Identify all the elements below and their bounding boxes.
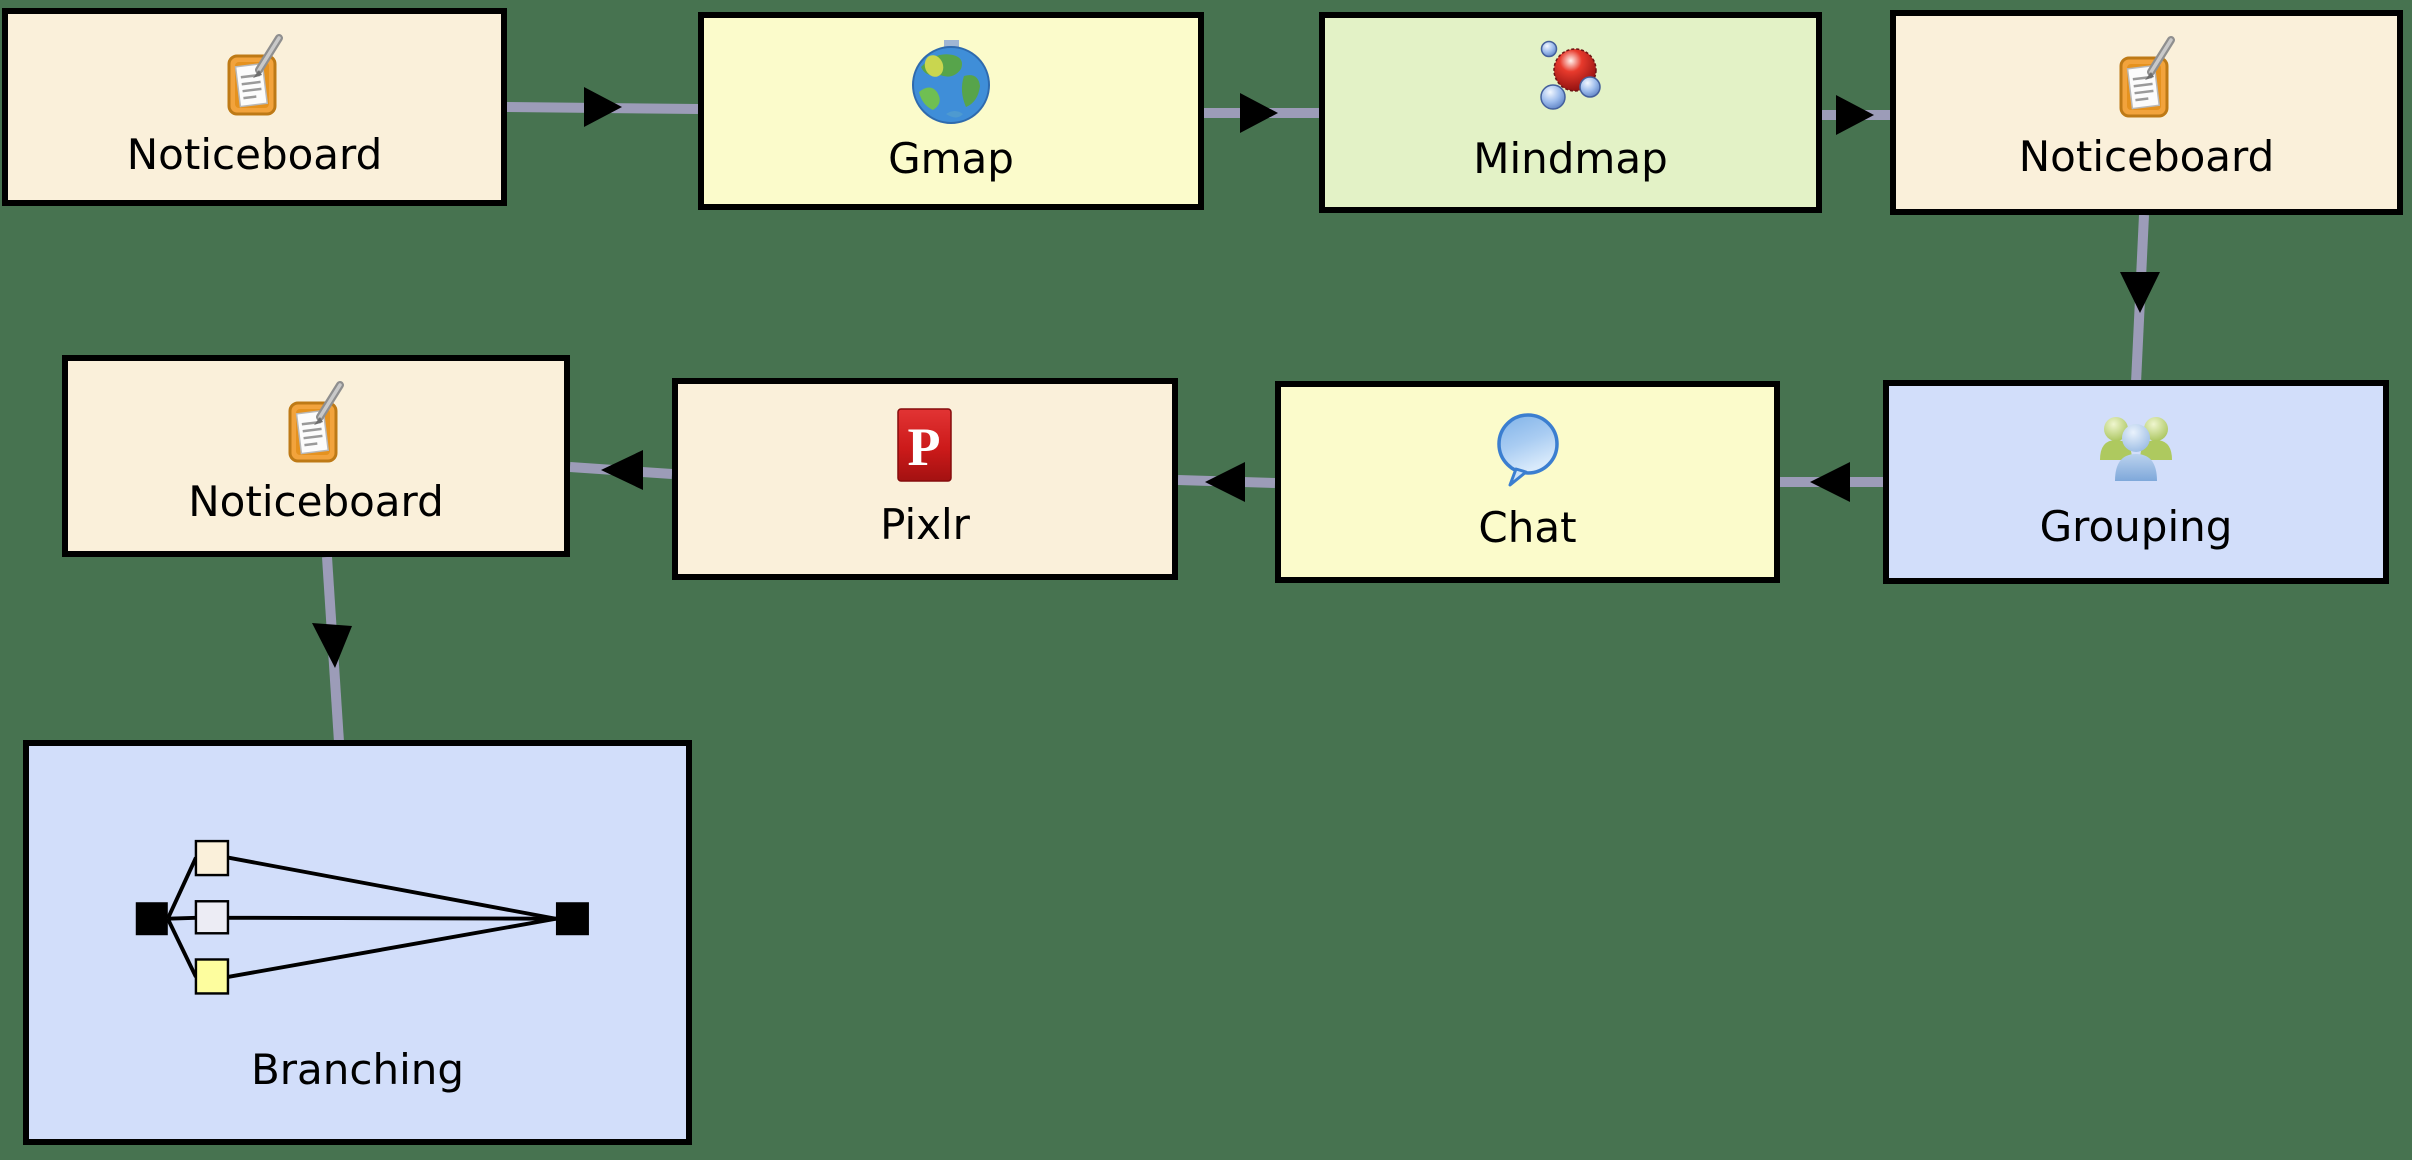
activity-label: Noticeboard (188, 477, 444, 526)
activity-node-mindmap[interactable]: Mindmap (1319, 12, 1822, 213)
activity-label: Pixlr (880, 500, 970, 549)
connector-noticeboard1-gmap[interactable] (506, 87, 699, 127)
activity-node-branching[interactable]: Branching (23, 740, 692, 1145)
molecule-icon (1539, 40, 1601, 110)
speech-bubble-icon (1496, 413, 1559, 487)
activity-label: Gmap (888, 134, 1014, 183)
activity-node-noticeboard-3[interactable]: Noticeboard (62, 355, 570, 557)
activity-node-gmap[interactable]: Gmap (698, 12, 1204, 210)
connector-mindmap-noticeboard2[interactable] (1822, 95, 1890, 135)
activity-node-pixlr[interactable]: P Pixlr (672, 378, 1178, 580)
arrowhead-right-icon (584, 87, 622, 127)
connector-grouping-chat[interactable] (1780, 462, 1883, 502)
activity-node-noticeboard-1[interactable]: Noticeboard (2, 8, 507, 206)
activity-label: Mindmap (1473, 134, 1668, 183)
activity-label: Noticeboard (2018, 132, 2275, 181)
people-group-icon (2100, 417, 2172, 481)
activity-label: Branching (250, 1044, 465, 1094)
arrowhead-right-icon (1836, 95, 1874, 135)
branching-diagram-icon (135, 839, 589, 995)
activity-node-chat[interactable]: Chat (1275, 381, 1780, 583)
svg-text:P: P (908, 417, 941, 477)
globe-icon (912, 40, 990, 124)
activity-label: Noticeboard (126, 130, 383, 179)
arrowhead-left-icon (601, 450, 643, 490)
noticeboard-icon (288, 381, 344, 463)
connector-noticeboard2-grouping[interactable] (2120, 214, 2160, 384)
arrowhead-down-icon (312, 623, 352, 668)
activity-label: Grouping (2039, 502, 2233, 551)
connector-chat-pixlr[interactable] (1177, 462, 1276, 502)
connector-gmap-mindmap[interactable] (1204, 93, 1319, 133)
activity-node-noticeboard-2[interactable]: Noticeboard (1890, 10, 2403, 215)
arrowhead-left-icon (1205, 462, 1245, 502)
activity-label: Chat (1478, 503, 1577, 552)
arrowhead-right-icon (1240, 93, 1278, 133)
arrowhead-left-icon (1810, 462, 1850, 502)
activity-node-grouping[interactable]: Grouping (1883, 380, 2389, 584)
connector-noticeboard3-branching[interactable] (312, 556, 352, 743)
noticeboard-icon (2119, 36, 2175, 118)
noticeboard-icon (227, 34, 283, 116)
connector-pixlr-noticeboard3[interactable] (569, 450, 673, 490)
pixlr-p-icon: P (897, 408, 952, 482)
arrowhead-down-icon (2120, 272, 2160, 313)
